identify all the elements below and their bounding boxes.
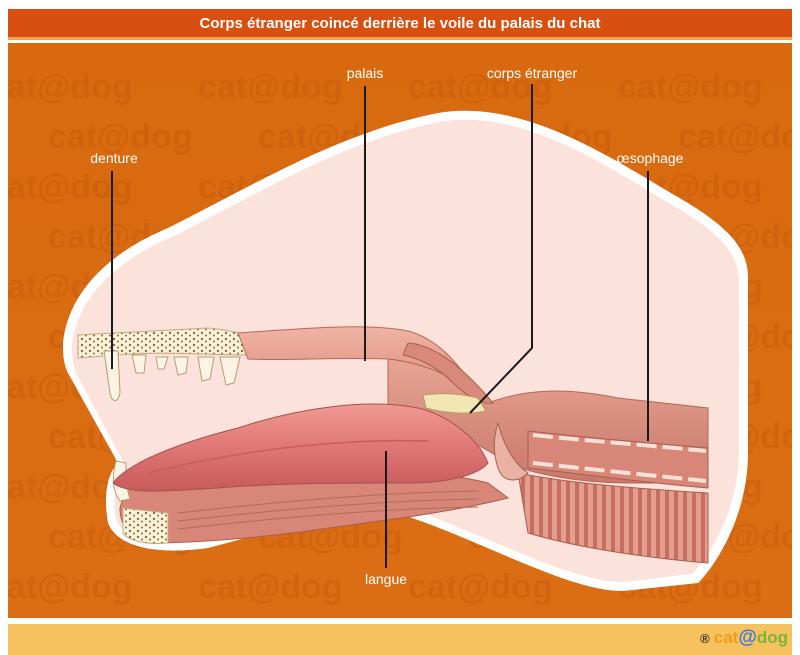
watermark-text: cat@dog xyxy=(408,568,553,606)
label-oesophage: œsophage xyxy=(617,150,684,166)
lower-jaw-bone xyxy=(123,508,168,544)
watermark-text: cat@dog xyxy=(8,68,133,106)
watermark-text: cat@dog xyxy=(618,68,763,106)
watermark-text: cat@dog xyxy=(8,168,133,206)
catedog-logo: ® cat@dog xyxy=(700,627,788,649)
logo-cat: cat xyxy=(714,628,739,647)
label-langue: langue xyxy=(365,571,407,587)
registered-mark: ® xyxy=(700,631,710,646)
watermark-text: cat@dog xyxy=(198,568,343,606)
title-underline xyxy=(8,37,792,40)
logo-dog: dog xyxy=(757,628,788,647)
logo-at: @ xyxy=(738,627,757,648)
label-corps-etranger: corps étranger xyxy=(487,65,578,81)
watermark-text: cat@dog xyxy=(8,568,133,606)
label-palais: palais xyxy=(347,65,384,81)
watermark-text: cat@dog xyxy=(678,118,792,156)
watermark-text: cat@dog xyxy=(198,68,343,106)
footer-bar: ® cat@dog xyxy=(8,624,792,655)
page-title: Corps étranger coincé derrière le voile … xyxy=(200,15,601,32)
title-bar: Corps étranger coincé derrière le voile … xyxy=(8,9,792,37)
label-denture: denture xyxy=(90,150,138,166)
anatomy-diagram: cat@dog cat@dog cat@dog cat@dog cat@dog … xyxy=(8,43,792,618)
